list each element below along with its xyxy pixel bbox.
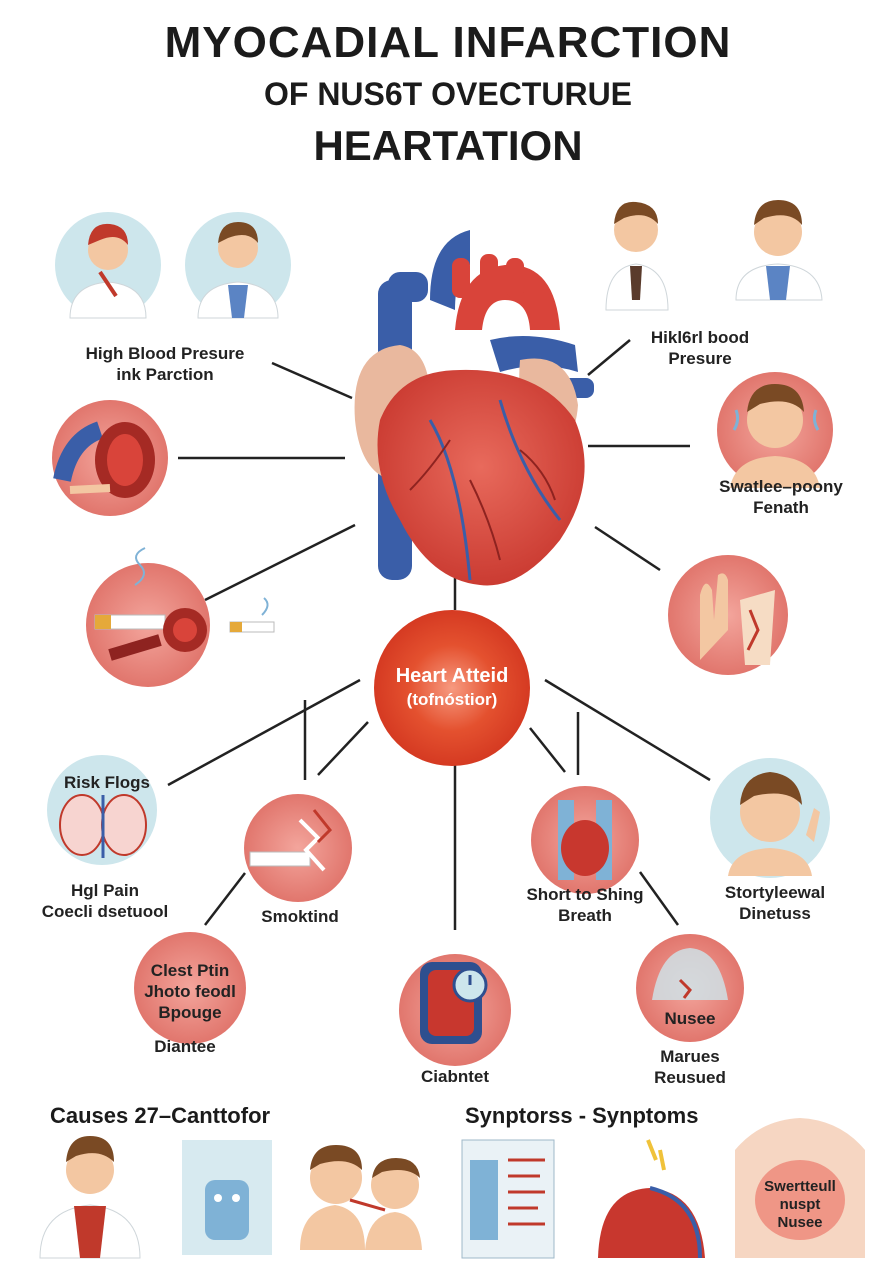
two-people-icon <box>300 1145 422 1250</box>
doctor-worried-icon <box>605 201 669 311</box>
torso-pain-icon <box>735 1118 865 1258</box>
lungs-icon <box>47 755 157 865</box>
label-risk-flags: Risk Flogs <box>64 773 150 792</box>
medical-chart-icon <box>182 1140 272 1255</box>
person-pain-icon <box>717 372 833 488</box>
patient-worried-icon <box>735 200 823 301</box>
doctor-bottom-icon <box>39 1136 141 1259</box>
cigarette-icon <box>229 597 275 633</box>
section-symptoms: Synptorss - Synptoms <box>465 1103 699 1128</box>
heart-vessel-icon <box>531 786 639 894</box>
person-coughing-icon <box>55 212 161 319</box>
hand-pain-icon <box>668 555 788 675</box>
doctor-portrait-icon <box>185 212 291 319</box>
patient-pain-icon <box>710 758 830 878</box>
chest-pain-circle <box>134 932 246 1044</box>
cigarette-heart-icon <box>86 547 210 687</box>
artery-spark-icon <box>598 1139 705 1259</box>
label-smoking: Smoktind <box>261 907 339 926</box>
center-node-circle <box>374 610 530 766</box>
label-diabetes: Ciabntet <box>421 1067 489 1086</box>
connector-lines <box>167 339 711 930</box>
anatomical-heart <box>354 230 594 586</box>
label-nausea-inner: Nusee <box>664 1009 716 1028</box>
center-node-label: Heart Atteid(tofnóstior) <box>395 665 509 709</box>
blood-pressure-gauge-icon <box>399 954 511 1066</box>
clogged-artery-icon <box>52 400 168 516</box>
main-title: MYOCADIAL INFARCTION <box>164 18 732 67</box>
label-chest-pain-caption: Diantee <box>154 1037 216 1056</box>
subtitle-heartation: HEARTATION <box>313 122 583 169</box>
subtitle: OF NUS6T OVECTURUE <box>263 76 633 112</box>
nausea-icon <box>636 934 744 1042</box>
section-causes: Causes 27–Canttofor <box>50 1103 271 1128</box>
report-sheet-icon <box>461 1139 555 1259</box>
smoking-icon <box>244 794 352 902</box>
